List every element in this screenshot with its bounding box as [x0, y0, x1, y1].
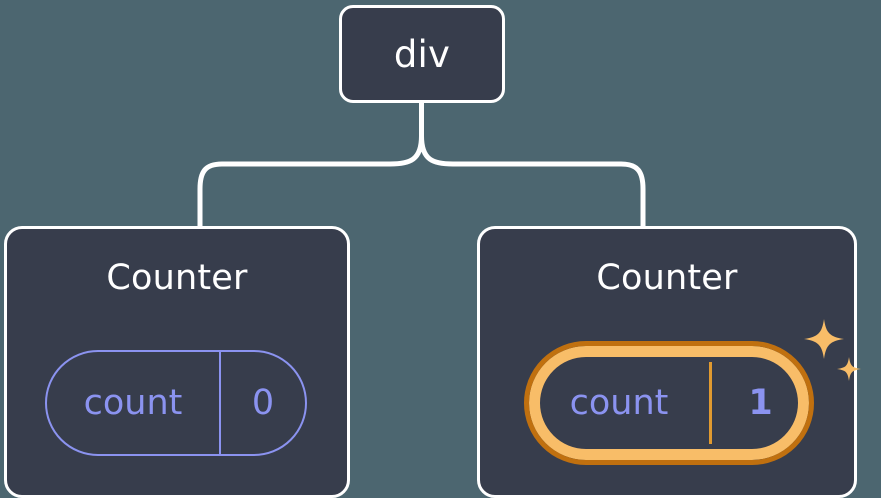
edge-root-to-right-child	[419, 133, 646, 229]
node-counter-left[interactable]: Counter count 0	[4, 226, 350, 498]
state-pill-count-left[interactable]: count 0	[45, 350, 307, 456]
state-pill-key-label: count	[83, 382, 183, 423]
sparkle-group	[804, 319, 861, 381]
state-pill-value-label: 1	[748, 382, 773, 423]
state-pill-value-cell: 1	[712, 362, 809, 444]
node-div[interactable]: div	[339, 5, 505, 103]
node-counter-left-title: Counter	[106, 258, 248, 298]
state-pill-value-label: 0	[251, 382, 275, 423]
node-counter-right[interactable]: Counter count 1	[477, 226, 861, 498]
edge-root-to-left-child	[197, 133, 424, 229]
node-counter-right-title: Counter	[596, 258, 738, 298]
state-pill-key-cell: count	[47, 352, 221, 454]
sparkle-icon-small	[837, 357, 861, 381]
node-div-label: div	[393, 32, 451, 76]
sparkle-icon-large	[804, 319, 844, 359]
state-pill-key-label: count	[569, 382, 669, 423]
state-pill-count-right-highlighted[interactable]: count 1	[524, 341, 814, 465]
state-pill-key-cell: count	[529, 362, 712, 444]
state-pill-value-cell: 0	[221, 352, 305, 454]
